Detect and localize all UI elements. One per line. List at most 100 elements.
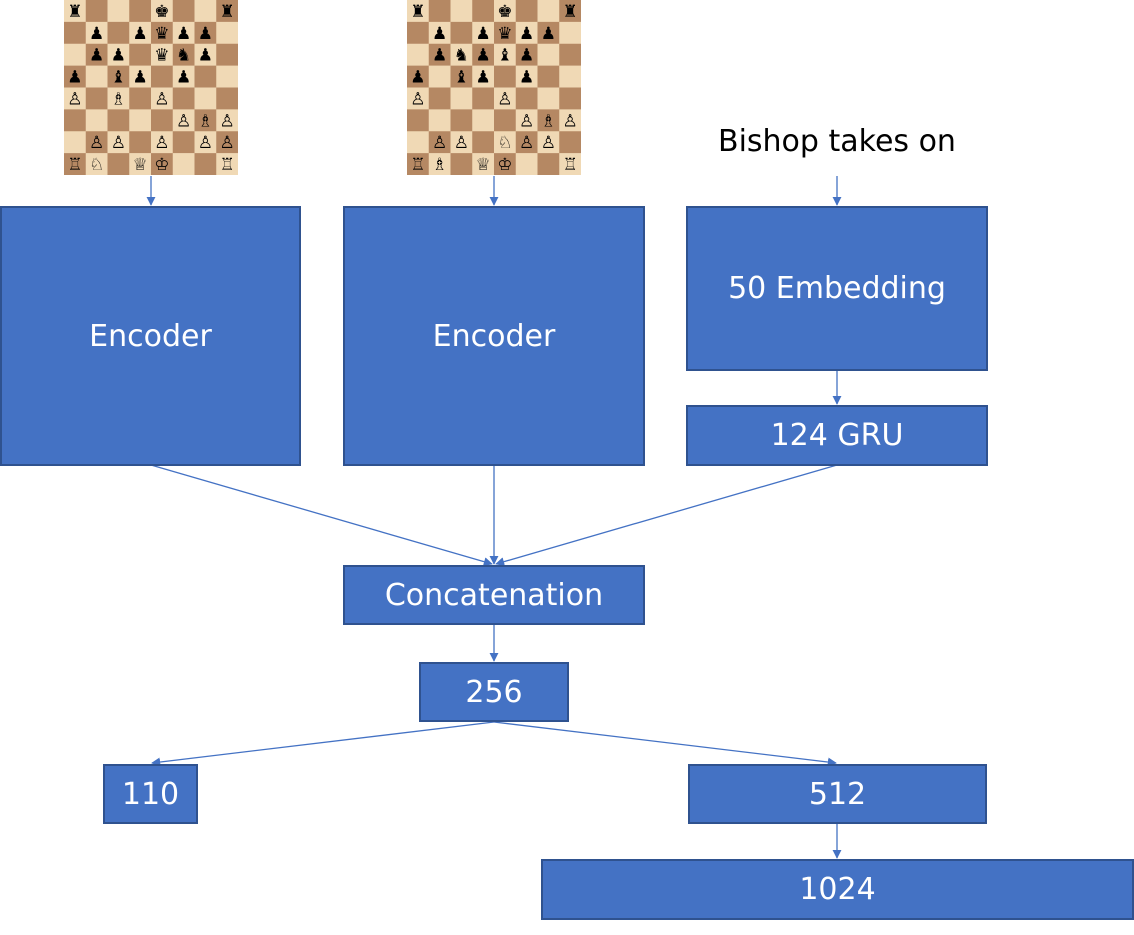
chess-piece-icon: ♖ xyxy=(563,155,578,175)
board-square xyxy=(515,131,538,154)
board-square xyxy=(472,109,495,132)
board-square xyxy=(472,87,495,110)
board-square xyxy=(85,87,108,110)
board-square xyxy=(494,65,517,88)
board-square xyxy=(559,109,581,132)
board-square xyxy=(172,65,195,88)
board-square xyxy=(494,109,517,132)
board-square xyxy=(428,131,451,154)
board-square xyxy=(216,0,238,23)
chess-piece-icon: ♙ xyxy=(410,89,425,109)
chess-piece-icon: ♟ xyxy=(432,46,447,66)
board-square xyxy=(194,43,217,66)
board-square xyxy=(472,43,495,66)
board-square xyxy=(85,21,108,45)
chess-piece-icon: ♙ xyxy=(89,133,104,153)
chess-piece-icon: ♙ xyxy=(220,111,235,131)
chess-piece-icon: ♘ xyxy=(497,133,512,153)
chess-piece-icon: ♙ xyxy=(67,89,82,109)
board-square xyxy=(537,109,560,132)
chess-piece-icon: ♘ xyxy=(89,155,104,175)
chess-piece-icon: ♗ xyxy=(541,111,556,131)
board-square xyxy=(450,65,473,88)
embedding-label: 50 Embedding xyxy=(728,271,946,306)
chess-piece-icon: ♙ xyxy=(519,133,534,153)
board-square xyxy=(129,131,152,154)
board-square xyxy=(129,43,152,66)
chess-piece-icon: ♜ xyxy=(410,2,425,22)
board-square xyxy=(85,109,108,132)
chess-piece-icon: ♙ xyxy=(198,133,213,153)
board-square xyxy=(216,21,238,45)
board-square xyxy=(216,87,238,110)
board-square xyxy=(515,109,538,132)
concatenation-block: Concatenation xyxy=(343,565,645,625)
chess-piece-icon: ♝ xyxy=(111,68,126,88)
board-square xyxy=(172,0,195,23)
chess-piece-icon: ♙ xyxy=(154,133,169,153)
board-square xyxy=(559,87,581,110)
board-square xyxy=(151,131,174,154)
dense-512-block: 512 xyxy=(688,764,987,824)
board-square xyxy=(129,87,152,110)
board-square xyxy=(515,65,538,88)
board-square xyxy=(129,21,152,45)
chess-piece-icon: ♟ xyxy=(198,24,213,44)
board-square xyxy=(129,65,152,88)
chess-piece-icon: ♟ xyxy=(111,46,126,66)
chess-piece-icon: ♚ xyxy=(497,2,512,22)
board-square xyxy=(216,153,238,175)
board-square xyxy=(107,65,130,88)
board-square xyxy=(428,0,451,23)
board-square xyxy=(472,65,495,88)
chess-piece-icon: ♖ xyxy=(67,155,82,175)
chess-piece-icon: ♟ xyxy=(89,24,104,44)
board-square xyxy=(515,153,538,175)
board-square xyxy=(172,131,195,154)
board-square xyxy=(559,65,581,88)
board-square xyxy=(450,109,473,132)
chessboard-1: ♜♚♜♟♟♛♟♟♟♟♛♞♟♟♝♟♟♙♗♙♙♗♙♙♙♙♙♙♖♘♕♔♖ xyxy=(64,0,238,175)
board-square xyxy=(407,131,430,154)
gru-block: 124 GRU xyxy=(686,405,988,466)
board-square xyxy=(64,109,87,132)
concatenation-label: Concatenation xyxy=(384,577,604,613)
board-square xyxy=(450,43,473,66)
board-square xyxy=(64,21,87,45)
board-square xyxy=(64,131,87,154)
board-square xyxy=(472,153,495,175)
dense-1024-label: 1024 xyxy=(799,872,876,907)
chess-piece-icon: ♟ xyxy=(133,68,148,88)
chess-piece-icon: ♕ xyxy=(476,155,491,175)
chess-piece-icon: ♔ xyxy=(154,155,169,175)
board-square xyxy=(472,131,495,154)
board-square xyxy=(194,0,217,23)
board-square xyxy=(107,43,130,66)
board-square xyxy=(107,0,130,23)
chess-piece-icon: ♟ xyxy=(519,68,534,88)
chess-piece-icon: ♙ xyxy=(541,133,556,153)
board-square xyxy=(559,43,581,66)
chess-piece-icon: ♞ xyxy=(454,46,469,66)
chess-piece-icon: ♟ xyxy=(176,68,191,88)
board-square xyxy=(151,43,174,66)
board-square xyxy=(194,109,217,132)
board-square xyxy=(450,0,473,23)
board-square xyxy=(407,87,430,110)
board-square xyxy=(559,0,581,23)
chess-piece-icon: ♙ xyxy=(176,111,191,131)
board-square xyxy=(515,43,538,66)
chess-piece-icon: ♙ xyxy=(454,133,469,153)
chess-piece-icon: ♟ xyxy=(519,46,534,66)
dense-256-label: 256 xyxy=(465,674,523,710)
board-square xyxy=(85,153,108,175)
chess-piece-icon: ♟ xyxy=(89,46,104,66)
board-square xyxy=(216,109,238,132)
board-square xyxy=(107,87,130,110)
chess-piece-icon: ♔ xyxy=(497,155,512,175)
chess-piece-icon: ♙ xyxy=(519,111,534,131)
chess-piece-icon: ♞ xyxy=(176,46,191,66)
board-square xyxy=(107,153,130,175)
board-square xyxy=(151,153,174,175)
